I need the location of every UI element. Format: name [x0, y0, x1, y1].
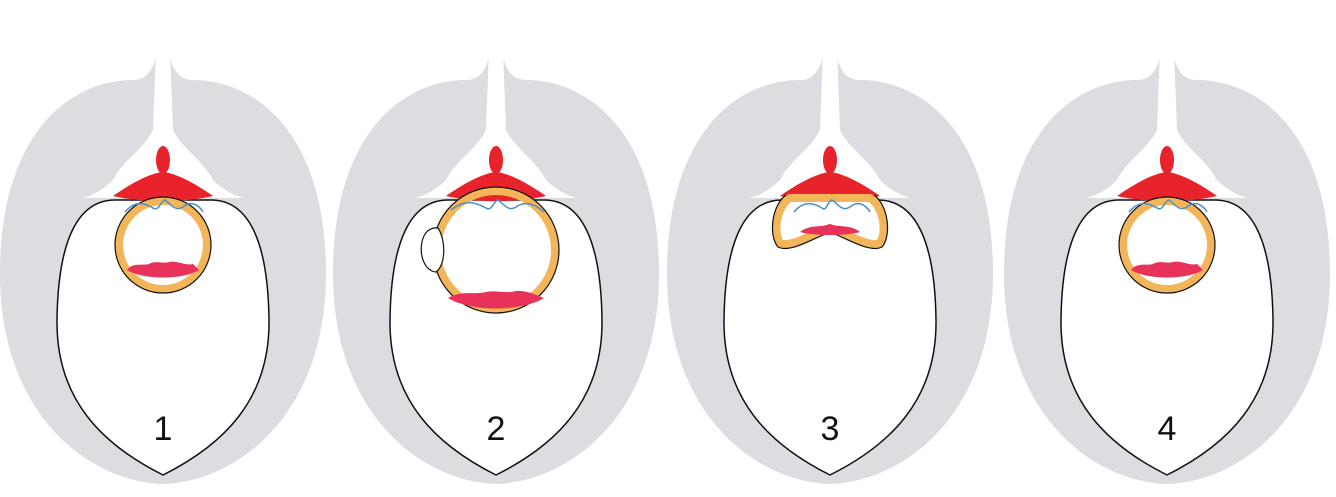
panel-2: 2 — [333, 22, 659, 484]
panel-label-1: 1 — [154, 410, 173, 448]
panel-label-3: 3 — [821, 410, 840, 448]
panel-label-4: 4 — [1158, 410, 1177, 448]
panel-1: 1 — [0, 22, 326, 484]
panel-label-2: 2 — [487, 410, 506, 448]
panel-4: 4 — [1004, 22, 1330, 484]
panel-3: 3 — [667, 22, 993, 484]
